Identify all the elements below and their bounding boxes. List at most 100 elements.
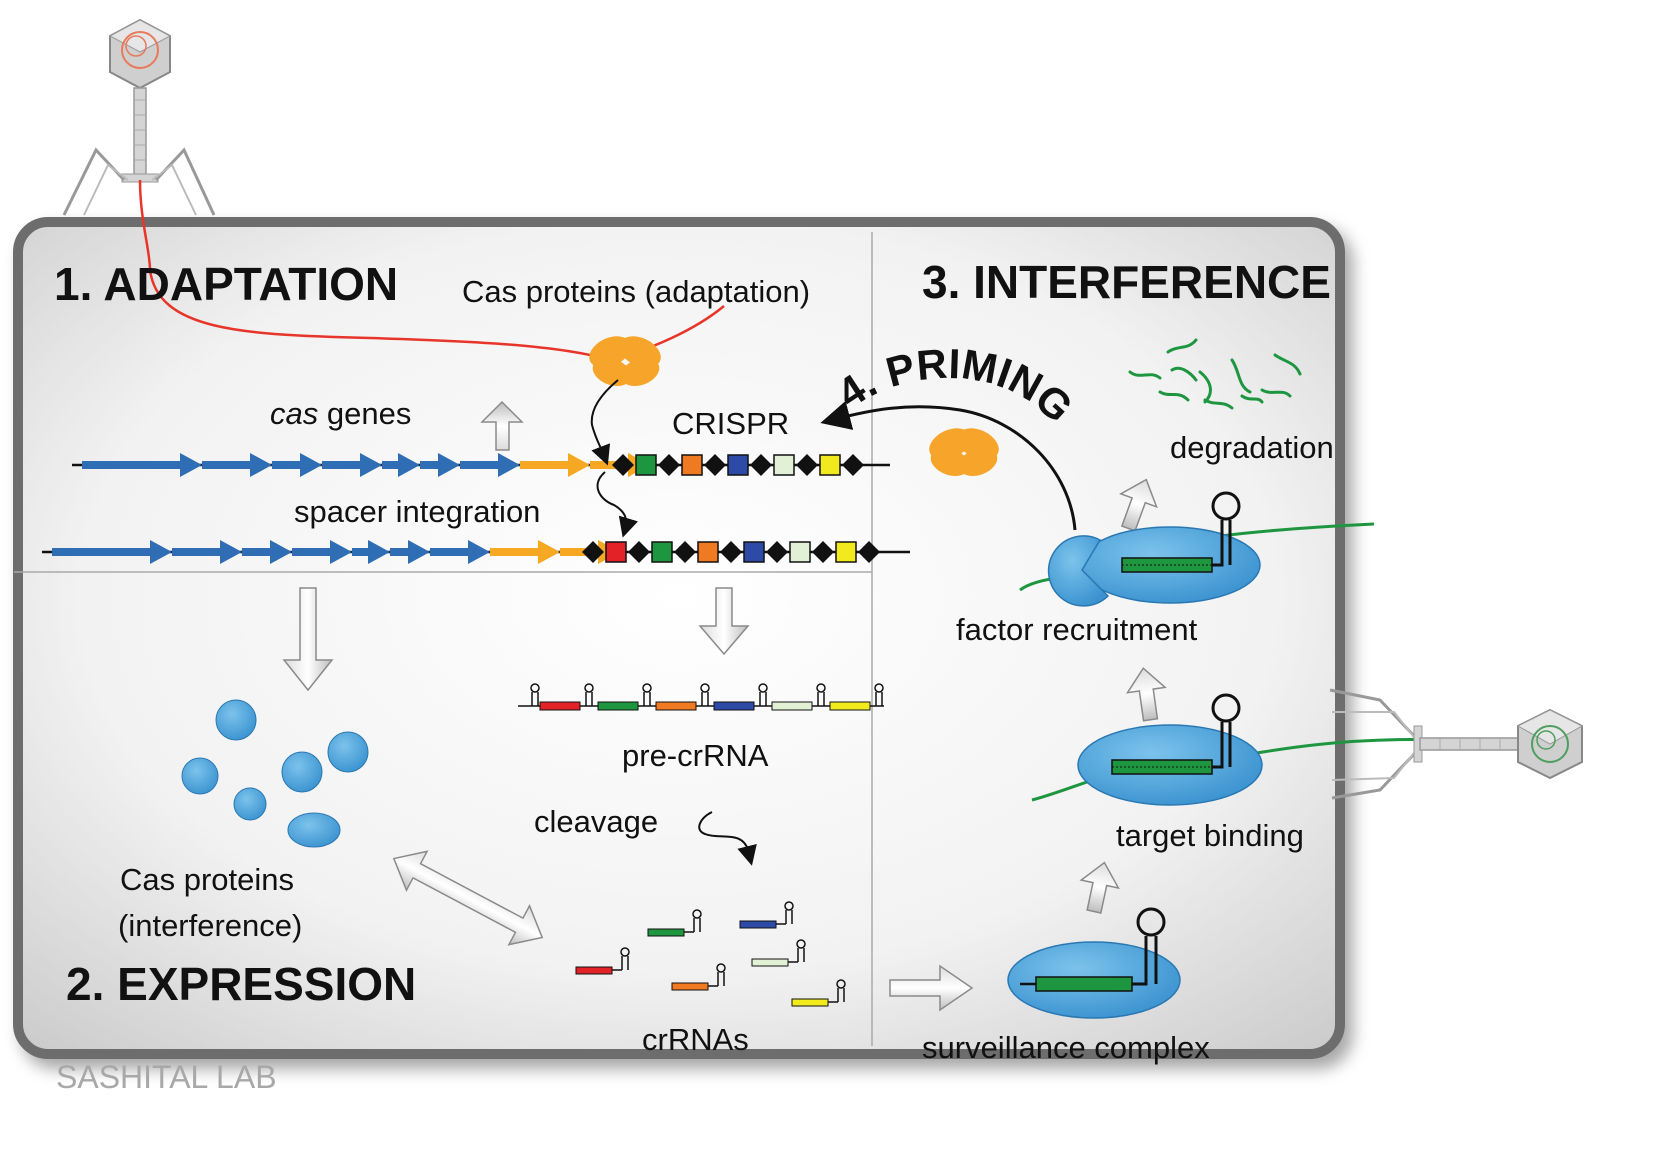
priming-arc-arrow: [820, 400, 1077, 531]
crrna-spacer: [791, 998, 829, 1007]
crispr-spacer: [835, 541, 857, 563]
crispr-spacer: [773, 454, 795, 476]
cleavage-arrow: [698, 811, 757, 866]
heading-adaptation: 1. ADAPTATION: [54, 258, 398, 310]
label-cleavage: cleavage: [534, 804, 658, 839]
label-cas-genes: cas genes: [270, 396, 411, 431]
label-factor-recruitment: factor recruitment: [956, 612, 1198, 647]
cas-gene-arrow: [390, 540, 430, 564]
repeat-hairpin: [701, 692, 709, 706]
pre-crrna-spacer: [713, 701, 755, 711]
crispr-repeat: [704, 454, 726, 476]
insertion-arrow-2: [596, 471, 639, 538]
crispr-spacer: [697, 541, 719, 563]
watermark: SASHITAL LAB: [56, 1059, 277, 1095]
crrna-hairpin-loop: [716, 963, 726, 973]
degraded-dna-fragments: [1128, 338, 1302, 410]
crrna-spacer: [739, 920, 777, 929]
label-crispr: CRISPR: [672, 406, 789, 441]
label-spacer-integration: spacer integration: [294, 494, 540, 529]
crispr-spacer: [819, 454, 841, 476]
cas-gene-arrow: [420, 453, 460, 477]
label-crrnas: crRNAs: [642, 1022, 749, 1057]
crrna-hairpin: [785, 910, 793, 924]
repeat-hairpin: [875, 692, 883, 706]
phage-top-icon: [62, 18, 216, 216]
label-degradation: degradation: [1170, 430, 1334, 465]
crispr-repeat: [628, 541, 650, 563]
repeat-hairpin: [759, 692, 767, 706]
label-pre-crrna: pre-crRNA: [622, 738, 769, 773]
crispr-repeat: [658, 454, 680, 476]
arrow-to-degradation: [1119, 478, 1158, 532]
crrna-hairpin-loop: [836, 979, 846, 989]
cas-gene-arrow: [382, 453, 420, 477]
pre-crrna-icon: [518, 683, 884, 711]
repeat-hairpin: [585, 692, 593, 706]
repeat-hairpin: [531, 692, 539, 706]
phage-right-icon: [1329, 688, 1584, 800]
crispr-repeat: [796, 454, 818, 476]
crispr-repeat: [858, 541, 880, 563]
repeat-hairpin: [643, 692, 651, 706]
arrow-to-surveillance: [889, 964, 974, 1012]
adaptation-gene-arrow: [490, 540, 560, 564]
crispr-spacer: [635, 454, 657, 476]
crrna-hairpin-loop: [692, 909, 702, 919]
pre-crrna-spacer: [597, 701, 639, 711]
crrna-spacer: [647, 928, 685, 937]
adaptation-gene-arrow: [520, 453, 590, 477]
repeat-hairpin-loop: [758, 683, 768, 693]
label-target-binding: target binding: [1116, 818, 1304, 853]
crispr-repeat: [674, 541, 696, 563]
label-cas-proteins-interference-1: Cas proteins: [120, 862, 294, 897]
heading-expression: 2. EXPRESSION: [66, 958, 416, 1010]
pre-crrna-spacer: [655, 701, 697, 711]
cas-protein-adaptation-icon: [589, 336, 661, 387]
double-arrow: [392, 850, 544, 946]
arrow-to-cas-proteins: [282, 587, 334, 692]
crrna-hairpin-loop: [620, 947, 630, 957]
crispr-repeat: [812, 541, 834, 563]
cas-gene-arrow: [352, 540, 390, 564]
crispr-spacer: [789, 541, 811, 563]
pre-crrna-spacer: [771, 701, 813, 711]
cas-gene-arrow: [292, 540, 352, 564]
surveillance-complex: [1007, 907, 1181, 1019]
crrna-hairpin: [797, 948, 805, 962]
cas-gene-arrow: [430, 540, 490, 564]
label-surveillance-complex: surveillance complex: [922, 1030, 1210, 1065]
target-binding-complex: [1031, 693, 1441, 806]
gene-row-2: [42, 540, 910, 564]
crrna-spacer: [751, 958, 789, 967]
label-cas-proteins-adaptation: Cas proteins (adaptation): [462, 274, 810, 309]
arrow-to-factor-recruitment: [1125, 667, 1167, 722]
cas-gene-arrow: [460, 453, 520, 477]
crispr-spacer: [651, 541, 673, 563]
arrow-to-target-binding: [1079, 861, 1120, 914]
repeat-hairpin-loop: [700, 683, 710, 693]
crrna-hairpin-loop: [796, 939, 806, 949]
crrna-hairpin: [693, 918, 701, 932]
factor-recruitment-complex: [1019, 491, 1375, 607]
repeat-hairpin: [817, 692, 825, 706]
crrna-spacer: [671, 982, 709, 991]
repeat-hairpin-loop: [584, 683, 594, 693]
repeat-hairpin-loop: [874, 683, 884, 693]
crrna-hairpin: [717, 972, 725, 986]
crrna-hairpin: [621, 956, 629, 970]
crispr-repeat: [750, 454, 772, 476]
crrnas-icon: [575, 901, 846, 1007]
crispr-repeat: [612, 454, 634, 476]
cas-gene-arrow: [202, 453, 272, 477]
cas-proteins-interference-icon: [181, 699, 369, 848]
pre-crrna-spacer: [539, 701, 581, 711]
heading-interference: 3. INTERFERENCE: [922, 256, 1331, 308]
up-arrow: [480, 400, 524, 451]
crispr-repeat: [766, 541, 788, 563]
crispr-spacer: [727, 454, 749, 476]
crispr-repeat: [582, 541, 604, 563]
pre-crrna-spacer: [829, 701, 871, 711]
cas-gene-arrow: [272, 453, 322, 477]
